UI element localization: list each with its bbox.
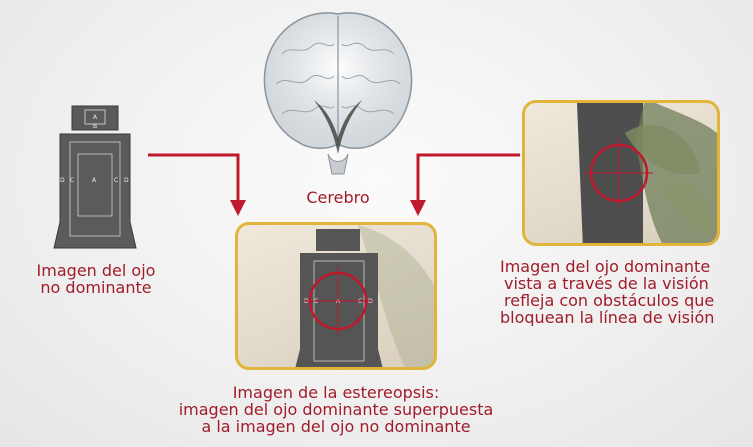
- zone-label-b-head: B: [93, 123, 97, 130]
- right-caption-line-4: bloquean la línea de visión: [500, 308, 715, 326]
- zone-label-d-left: D: [60, 177, 65, 184]
- dominant-eye-scene: [577, 103, 717, 243]
- brain-label: Cerebro: [306, 188, 370, 207]
- bottom-caption: Imagen de la estereopsis: imagen del ojo…: [146, 384, 526, 435]
- left-caption-line-2: no dominante: [40, 278, 152, 297]
- left-caption: Imagen del ojo no dominante: [8, 262, 184, 296]
- stereopsis-scene: D C A C D: [295, 225, 434, 367]
- bottom-caption-line-2: imagen del ojo dominante superpuesta: [178, 400, 494, 419]
- bottom-caption-line-3: a la imagen del ojo no dominante: [201, 417, 471, 436]
- zone-label-d-right: D: [124, 177, 129, 184]
- zone-label-c-right: C: [114, 177, 118, 184]
- stereopsis-image: D C A C D: [235, 222, 437, 370]
- bottom-caption-line-1: Imagen de la estereopsis:: [232, 383, 440, 402]
- dominant-eye-image: [522, 100, 720, 246]
- non-dominant-eye-target: A B D C A C D: [53, 105, 137, 249]
- zone-label-a-head: A: [93, 114, 98, 121]
- brain-illustration: [263, 12, 413, 175]
- right-caption-line-2: vista a través de la visión: [504, 274, 709, 293]
- right-caption: Imagen del ojo dominante vista a través …: [500, 258, 753, 326]
- arrow-left-to-center: [148, 153, 246, 216]
- left-caption-line-1: Imagen del ojo: [36, 261, 156, 280]
- right-caption-line-1: Imagen del ojo dominante: [500, 258, 711, 276]
- zone-label-a-center: A: [92, 177, 97, 184]
- arrow-right-to-center: [410, 153, 520, 216]
- right-caption-line-3: refleja con obstáculos que: [504, 291, 715, 310]
- zone-label-c-left: C: [70, 177, 74, 184]
